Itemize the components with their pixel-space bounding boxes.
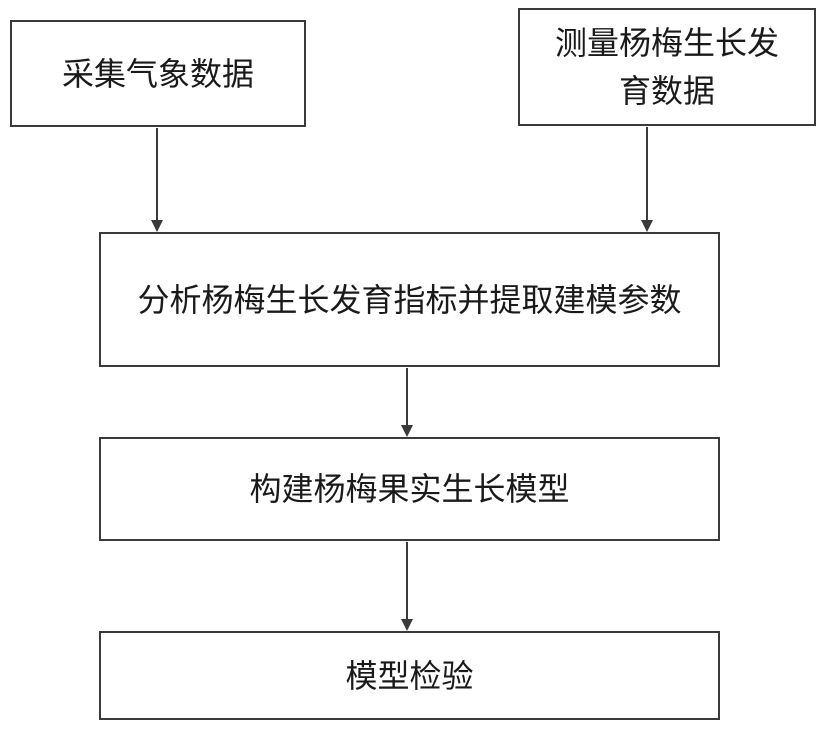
node-measure-growth-data: 测量杨梅生长发育数据	[518, 8, 816, 126]
node-label: 构建杨梅果实生长模型	[249, 465, 569, 513]
node-label: 模型检验	[345, 652, 473, 700]
node-collect-weather-data: 采集气象数据	[10, 20, 306, 127]
node-model-verification: 模型检验	[99, 631, 720, 720]
node-analyze-extract-parameters: 分析杨梅生长发育指标并提取建模参数	[99, 232, 720, 367]
node-label: 采集气象数据	[62, 50, 254, 98]
node-label: 测量杨梅生长发育数据	[542, 19, 792, 115]
node-label: 分析杨梅生长发育指标并提取建模参数	[110, 276, 710, 324]
node-build-growth-model: 构建杨梅果实生长模型	[99, 437, 720, 541]
